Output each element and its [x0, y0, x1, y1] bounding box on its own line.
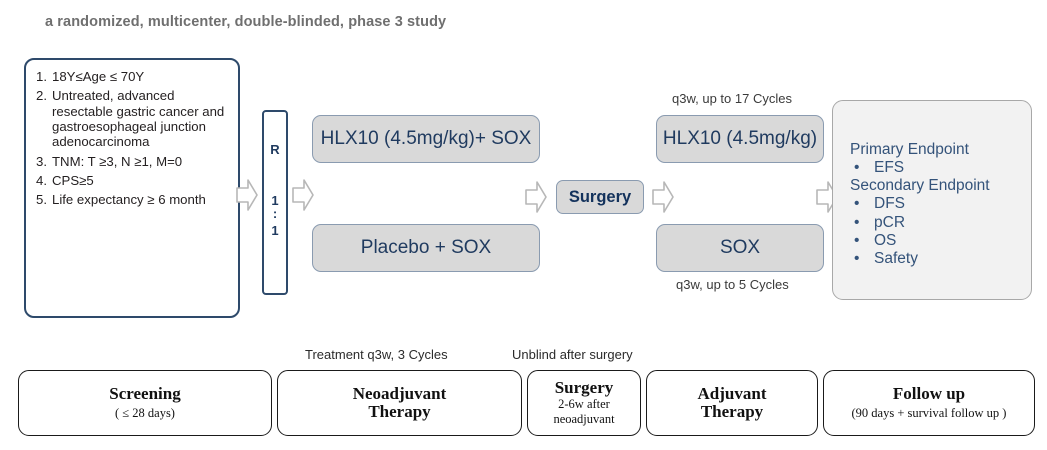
list-item: 3. TNM: T ≥3, N ≥1, M=0 [36, 154, 230, 169]
unblind-note: Unblind after surgery [512, 347, 633, 362]
randomization-ratio-top: 1 [271, 193, 279, 208]
list-item-label: CPS≥5 [52, 172, 94, 188]
secondary-endpoint-item: • pCR [850, 214, 1031, 232]
bullet-icon: • [854, 195, 860, 213]
randomization-box: R 1 : 1 [262, 110, 288, 295]
adjuvant-experimental-arm-box: HLX10 (4.5mg/kg) [656, 115, 824, 163]
phase-box-follow-up: Follow up (90 days + survival follow up … [823, 370, 1035, 436]
endpoints-content: Primary Endpoint • EFS Secondary Endpoint… [833, 101, 1031, 268]
phase-subtitle-line1: 2-6w after [558, 397, 610, 412]
arrow-right-icon [652, 180, 674, 214]
bullet-icon: • [854, 249, 860, 267]
list-item-label: Life expectancy ≥ 6 month [52, 192, 206, 208]
surgery-box: Surgery [556, 180, 644, 214]
randomization-ratio-colon: : [272, 206, 278, 221]
phase-box-surgery: Surgery 2-6w after neoadjuvant [527, 370, 641, 436]
list-item-number: 5. [36, 192, 47, 208]
phase-title: Follow up [892, 384, 966, 404]
randomization-ratio-bottom: 1 [271, 223, 279, 239]
primary-endpoint-heading: Primary Endpoint [850, 141, 969, 158]
phase-title: Screening [109, 384, 181, 404]
adjuvant-control-arm-box: SOX [656, 224, 824, 272]
bullet-icon: • [854, 213, 860, 231]
secondary-endpoint-label: Safety [874, 249, 918, 267]
randomization-label: R [270, 142, 280, 157]
secondary-endpoint-label: DFS [874, 195, 905, 213]
list-item-number: 1. [36, 69, 47, 84]
phase-title-line2: Therapy [368, 402, 431, 421]
primary-endpoint-label: EFS [874, 159, 905, 177]
list-item-number: 2. [36, 88, 47, 104]
phase-box-neoadjuvant-therapy: Neoadjuvant Therapy [277, 370, 522, 436]
list-item-label: Untreated, advanced resectable gastric c… [52, 88, 225, 150]
adjuvant-experimental-cycle-note: q3w, up to 17 Cycles [672, 91, 792, 106]
list-item-number: 4. [36, 172, 47, 188]
primary-endpoint-item: • EFS [850, 159, 1031, 177]
list-item-label: TNM: T ≥3, N ≥1, M=0 [52, 153, 183, 169]
neoadjuvant-treatment-note: Treatment q3w, 3 Cycles [305, 347, 448, 362]
arrow-right-icon [292, 178, 314, 212]
surgery-label: Surgery [568, 187, 632, 206]
phase-box-screening: Screening ( ≤ 28 days) [18, 370, 272, 436]
phase-title-line1: Adjuvant [697, 383, 767, 403]
list-item: 2. Untreated, advanced resectable gastri… [36, 88, 230, 149]
phase-title-line1: Neoadjuvant [352, 383, 447, 403]
phase-title: Surgery [554, 378, 614, 398]
list-item-label: 18Y≤Age ≤ 70Y [52, 69, 145, 84]
secondary-endpoint-label: OS [874, 231, 897, 249]
secondary-endpoint-item: • Safety [850, 250, 1031, 268]
endpoints-panel: Primary Endpoint • EFS Secondary Endpoint… [832, 100, 1032, 300]
list-item: 4. CPS≥5 [36, 173, 230, 188]
arrow-right-icon [236, 178, 258, 212]
adjuvant-control-cycle-note: q3w, up to 5 Cycles [676, 277, 789, 292]
secondary-endpoint-heading: Secondary Endpoint [850, 177, 990, 195]
secondary-endpoint-item: • DFS [850, 195, 1031, 213]
eligibility-list: 1. 18Y≤Age ≤ 70Y 2. Untreated, advanced … [26, 60, 238, 208]
list-item: 1. 18Y≤Age ≤ 70Y [36, 69, 230, 84]
phase-subtitle: (90 days + survival follow up ) [851, 405, 1007, 420]
adjuvant-control-arm-label: SOX [719, 237, 761, 258]
phase-box-adjuvant-therapy: Adjuvant Therapy [646, 370, 818, 436]
page-title: a randomized, multicenter, double-blinde… [45, 14, 447, 30]
neoadjuvant-control-arm-label: Placebo + SOX [360, 237, 492, 258]
secondary-endpoint-label: pCR [874, 213, 906, 231]
list-item: 5. Life expectancy ≥ 6 month [36, 192, 230, 207]
bullet-icon: • [854, 159, 860, 177]
eligibility-criteria-box: 1. 18Y≤Age ≤ 70Y 2. Untreated, advanced … [24, 58, 240, 318]
neoadjuvant-control-arm-box: Placebo + SOX [312, 224, 540, 272]
adjuvant-experimental-arm-label: HLX10 (4.5mg/kg) [662, 128, 818, 149]
bullet-icon: • [854, 231, 860, 249]
list-item-number: 3. [36, 153, 47, 169]
neoadjuvant-experimental-arm-label: HLX10 (4.5mg/kg)+ SOX [320, 128, 532, 149]
arrow-right-icon [525, 180, 547, 214]
phase-subtitle: ( ≤ 28 days) [115, 405, 175, 420]
neoadjuvant-experimental-arm-box: HLX10 (4.5mg/kg)+ SOX [312, 115, 540, 163]
secondary-endpoint-item: • OS [850, 232, 1031, 250]
phase-title-line2: Therapy [700, 402, 764, 421]
phase-subtitle-line2: neoadjuvant [553, 412, 615, 427]
